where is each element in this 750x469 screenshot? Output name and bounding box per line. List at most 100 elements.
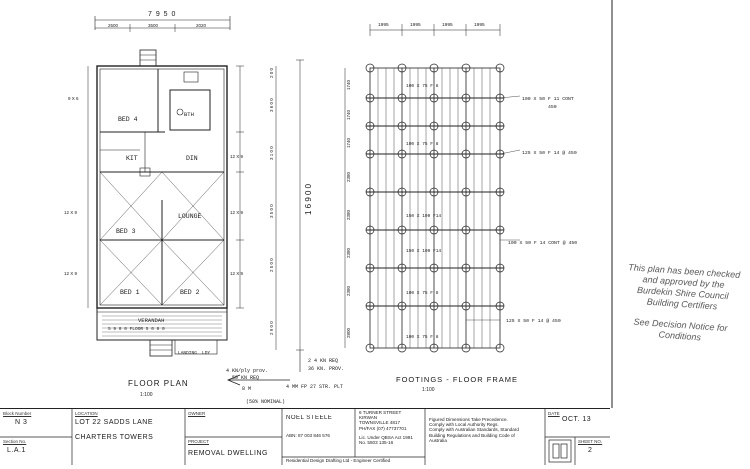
project-cell: PROJECT REMOVAL DWELLING: [188, 439, 280, 465]
footing-label-5: 100 X 75 F 8: [406, 290, 439, 296]
block-number-value: N 3: [15, 419, 28, 426]
floor-plan: [87, 16, 304, 386]
vertical-dim-4: 3 5 0 0: [269, 204, 274, 218]
owner-label: OWNER: [188, 411, 206, 416]
footing-side-dim-1: 1740: [346, 79, 351, 90]
footing-top-dim-1: 1995: [378, 22, 389, 28]
section-number-label: Section No.: [3, 439, 27, 444]
bracing-note-2: 50 KN REQ: [232, 375, 259, 381]
room-laundry: LDY: [202, 350, 210, 356]
compliance-line-5: Australia: [429, 437, 447, 443]
bracing-note-1: 4 KN/ply prov.: [226, 368, 268, 374]
room-verandah: VERANDAH: [138, 317, 164, 324]
vertical-dim-6: 2 9 0 0: [269, 321, 274, 335]
vertical-dim-1: 2 0 0: [269, 67, 274, 78]
licence-line: Lic. Under QBSA Act 1991: [359, 434, 413, 440]
compliance-line-4: Building Regulations and Building Code o…: [429, 432, 515, 438]
footing-top-dim-3: 1995: [442, 22, 453, 28]
compliance-line-3: Comply with Australian Standards, Standa…: [429, 427, 519, 433]
footing-side-dim-8: 2800: [346, 327, 351, 338]
bracing-note-4: (50% NOMINAL): [246, 399, 285, 405]
joist-note-1b: 450: [548, 104, 557, 110]
address-line-1: 6 TURNER STREET: [359, 410, 402, 415]
window-label-6: 12 X 9: [64, 271, 78, 276]
room-bed3: BED 3: [116, 228, 136, 235]
title-block: Block Number N 3 Section No. L.A.1 LOCAT…: [0, 408, 610, 465]
joist-note-3: 100 X 50 F 14 CONT @ 450: [508, 240, 577, 246]
left-dim-1: 2500: [108, 23, 119, 28]
section-number-value: L.A.1: [7, 447, 26, 454]
overall-width-dim: 7 9 5 0: [148, 11, 176, 18]
room-lounge: LOUNGE: [178, 213, 202, 220]
footings-plan: [344, 24, 521, 353]
footing-label-3: 150 X 100 F14: [406, 213, 441, 219]
location-line-1: LOT 22 SADDS LANE: [75, 419, 154, 426]
left-dim-2: 3500: [148, 23, 159, 28]
date-label: DATE: [548, 411, 560, 416]
joist-note-2: 125 X 50 F 14 @ 450: [522, 150, 577, 156]
compliance-line-1: Figured Dimensions Take Precedence.: [429, 417, 508, 422]
room-bed2: BED 2: [180, 289, 200, 296]
compliance-line-2: Comply with Local Authority Regs.: [429, 422, 499, 428]
vertical-dim-2: 3 6 0 0: [269, 98, 274, 112]
floor-note: 5 9 0 0 FLOOR 5 0 0 0: [108, 326, 165, 332]
room-bath: BTH: [184, 111, 194, 118]
footings-scale: 1:100: [422, 387, 435, 393]
designer-name: NOEL STEELE: [286, 415, 333, 421]
kn-required-note: 2 4 KN REQ: [308, 358, 338, 364]
footing-label-1: 100 X 75 F 8: [406, 83, 439, 89]
block-number-label: Block Number: [3, 411, 32, 416]
designer-cell: NOEL STEELE ABN: 87 003 846 576: [286, 415, 354, 455]
footing-label-4: 150 X 100 F14: [406, 248, 441, 254]
project-label: PROJECT: [188, 439, 210, 444]
sheet-number-value: 2: [588, 447, 593, 454]
project-value: REMOVAL DWELLING: [188, 450, 268, 457]
footing-side-dim-2: 1740: [346, 109, 351, 120]
address-line-3: TOWNSVILLE 4817: [359, 420, 401, 426]
joist-note-1: 100 X 50 F 11 CONT: [522, 96, 574, 102]
footing-side-dim-3: 1740: [346, 137, 351, 148]
footing-side-dim-5: 2380: [346, 209, 351, 220]
footing-side-dim-7: 2380: [346, 285, 351, 296]
footing-top-dim-2: 1995: [410, 22, 421, 28]
joist-note-4: 125 X 50 F 14 @ 450: [506, 318, 561, 324]
location-cell: LOCATION LOT 22 SADDS LANE CHARTERS TOWE…: [75, 411, 183, 463]
residential-note: Residential Design Drafting Ltd - Engine…: [286, 458, 391, 463]
footings-labels: 1995 1995 1995 1995 1740 1740 1740 2380 …: [346, 22, 577, 393]
title-block-grid: [0, 409, 610, 465]
footing-label-2: 100 X 75 F 8: [406, 141, 439, 147]
vertical-dim-3: 3 1 0 0: [269, 146, 274, 160]
designer-abn: ABN: 87 003 846 576: [286, 433, 330, 438]
window-label-5: 12 X 9: [64, 210, 78, 215]
footing-side-dim-4: 2380: [346, 171, 351, 182]
location-line-2: CHARTERS TOWERS: [75, 434, 154, 441]
floor-plan-labels: 7 9 5 0 2500 3500 2020 BED 4 BTH KIT DIN…: [64, 11, 344, 405]
licence-number: No. 5503 135-16: [359, 440, 394, 446]
strap-note: 4 MM FP 27 STR. PLT: [286, 384, 343, 390]
sheet-number-label: SHEET NO.: [578, 439, 603, 444]
window-label-2: 12 X 9: [230, 154, 244, 159]
room-kitchen: KIT: [126, 155, 138, 162]
owner-cell: OWNER: [188, 411, 280, 437]
kn-provided-note: 36 KN. PROV.: [308, 366, 344, 372]
location-label: LOCATION: [75, 411, 98, 416]
block-number-cell: Block Number N 3: [3, 411, 71, 437]
designer-address-cell: 6 TURNER STREET KIRWAN TOWNSVILLE 4817 P…: [359, 410, 425, 457]
window-label-3: 12 X 9: [230, 210, 244, 215]
sheet-number-cell: SHEET NO. 2: [578, 439, 610, 465]
date-cell: DATE OCT. 13: [548, 411, 610, 437]
residential-cell: Residential Design Drafting Ltd - Engine…: [286, 458, 424, 465]
floor-plan-caption: FLOOR PLAN: [128, 379, 189, 388]
room-landing: LANDING: [178, 350, 197, 356]
address-line-2: KIRWAN: [359, 415, 378, 421]
room-bed1: BED 1: [120, 289, 140, 296]
bracing-note-3: 8 M: [242, 386, 251, 392]
compliance-cell: Figured Dimensions Take Precedence. Comp…: [429, 417, 545, 463]
footing-side-dim-6: 2380: [346, 247, 351, 258]
vertical-total-dim: 1 6 9 0 0: [304, 183, 313, 215]
footing-top-dim-4: 1995: [474, 22, 485, 28]
floor-plan-scale: 1:100: [140, 392, 153, 398]
window-label-1: 9 X 6: [68, 96, 79, 101]
